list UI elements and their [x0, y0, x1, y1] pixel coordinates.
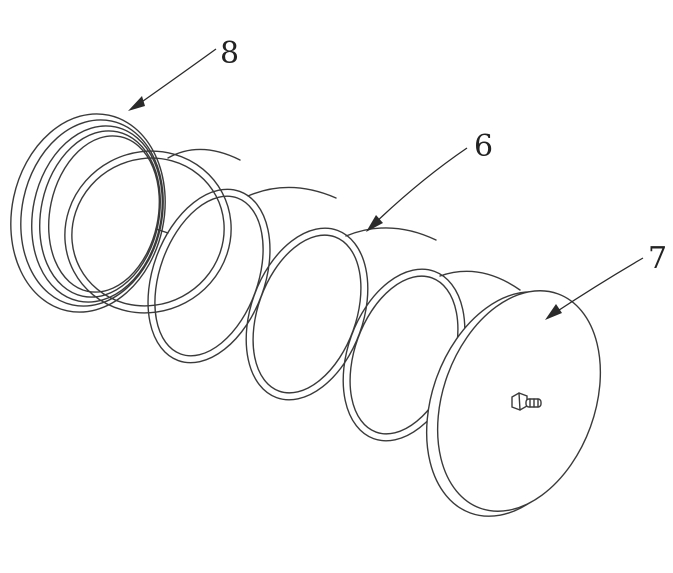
spring-coil-1-outer: [64, 150, 232, 314]
callout-label-6: 6: [474, 129, 493, 164]
callout-7: 7: [545, 241, 667, 320]
spring-link-4-disc: [439, 270, 521, 291]
spring-coil-2-outer: [147, 188, 271, 364]
spring-link-3-4: [345, 227, 437, 241]
spring-link-2-3: [247, 186, 337, 199]
leader-arrow-6: [366, 215, 383, 232]
end-ring-part: [10, 113, 169, 313]
leader-line-6: [372, 147, 468, 226]
end-disc-part: [425, 290, 602, 517]
callout-8: 8: [128, 36, 239, 111]
leader-line-8: [135, 48, 217, 107]
end-ring-inner: [47, 135, 161, 293]
leader-arrow-7: [545, 304, 562, 320]
callout-label-8: 8: [220, 36, 239, 71]
end-ring-outer: [10, 113, 166, 313]
bolt-part: [511, 392, 542, 411]
end-ring-layer-4: [39, 130, 161, 298]
callout-6: 6: [366, 129, 493, 232]
leader-arrow-8: [128, 96, 145, 111]
callout-label-7: 7: [648, 241, 667, 276]
hex-nut-edge: [518, 392, 521, 411]
spring-coil-3-outer: [245, 227, 369, 401]
leader-line-7: [552, 257, 644, 315]
end-ring-layer-3: [31, 125, 163, 303]
end-ring-seam: [155, 228, 169, 234]
end-ring-layer-2: [20, 119, 164, 307]
spring-link-1-2: [167, 148, 241, 161]
spring-coil-1-inner: [71, 157, 225, 307]
